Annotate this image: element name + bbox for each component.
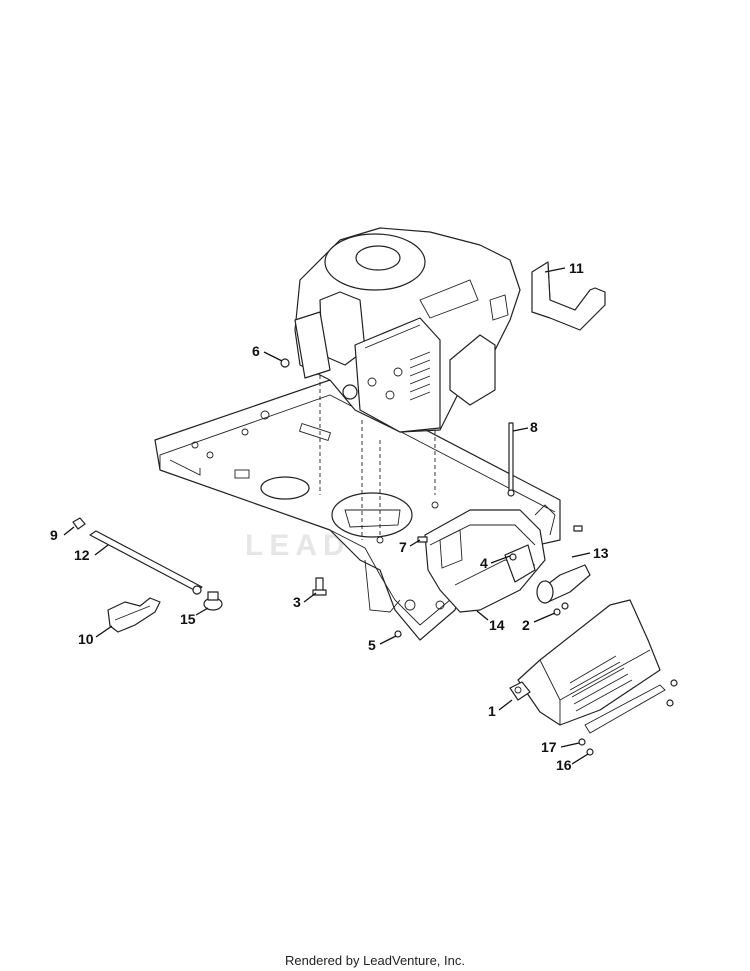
svg-text:8: 8 <box>530 419 538 435</box>
svg-text:7: 7 <box>399 539 407 555</box>
part-10-bracket <box>107 597 161 633</box>
alignment-lines <box>319 375 436 540</box>
svg-text:4: 4 <box>480 555 488 571</box>
svg-text:1: 1 <box>488 703 496 719</box>
svg-text:14: 14 <box>489 617 505 633</box>
callout-6[interactable]: 6 <box>252 343 283 362</box>
callout-11[interactable]: 11 <box>544 260 584 276</box>
part-14-muffler <box>424 509 546 613</box>
callout-3[interactable]: 3 <box>293 592 317 610</box>
svg-text:2: 2 <box>522 617 530 633</box>
svg-text:3: 3 <box>293 594 301 610</box>
callout-16[interactable]: 16 <box>556 753 589 773</box>
callout-17[interactable]: 17 <box>541 739 580 755</box>
hardware-bolts <box>394 525 583 638</box>
svg-text:17: 17 <box>541 739 557 755</box>
part-17-washer <box>578 738 586 746</box>
part-3-bolt <box>312 577 327 596</box>
part-12-axle-rod <box>89 530 203 595</box>
svg-text:6: 6 <box>252 343 260 359</box>
svg-text:10: 10 <box>78 631 94 647</box>
part-13-guard <box>536 564 591 604</box>
part-9-nut <box>72 517 86 530</box>
part-16-bolt <box>586 748 594 756</box>
callout-1[interactable]: 1 <box>488 699 513 719</box>
part-11-heat-shield <box>531 261 606 331</box>
callout-4[interactable]: 4 <box>480 555 511 571</box>
svg-text:5: 5 <box>368 637 376 653</box>
part-1-muffler-shield <box>509 599 678 734</box>
engine-assembly <box>294 227 521 433</box>
svg-text:16: 16 <box>556 757 572 773</box>
callout-15[interactable]: 15 <box>180 607 209 627</box>
callout-9[interactable]: 9 <box>50 526 75 543</box>
part-8-rod <box>507 422 515 497</box>
part-15-fitting <box>203 591 223 611</box>
svg-text:15: 15 <box>180 611 196 627</box>
callout-14[interactable]: 14 <box>476 610 505 633</box>
footer-credit: Rendered by LeadVenture, Inc. <box>285 953 465 968</box>
callout-8[interactable]: 8 <box>512 419 538 435</box>
callout-5[interactable]: 5 <box>368 635 397 653</box>
callout-2[interactable]: 2 <box>522 612 556 633</box>
svg-text:13: 13 <box>593 545 609 561</box>
part-6-nut <box>280 358 290 368</box>
callout-12[interactable]: 12 <box>74 544 109 563</box>
callout-13[interactable]: 13 <box>571 545 609 561</box>
svg-text:11: 11 <box>569 260 584 276</box>
callout-10[interactable]: 10 <box>78 625 113 647</box>
svg-text:9: 9 <box>50 527 58 543</box>
svg-text:12: 12 <box>74 547 90 563</box>
callout-7[interactable]: 7 <box>399 539 421 555</box>
